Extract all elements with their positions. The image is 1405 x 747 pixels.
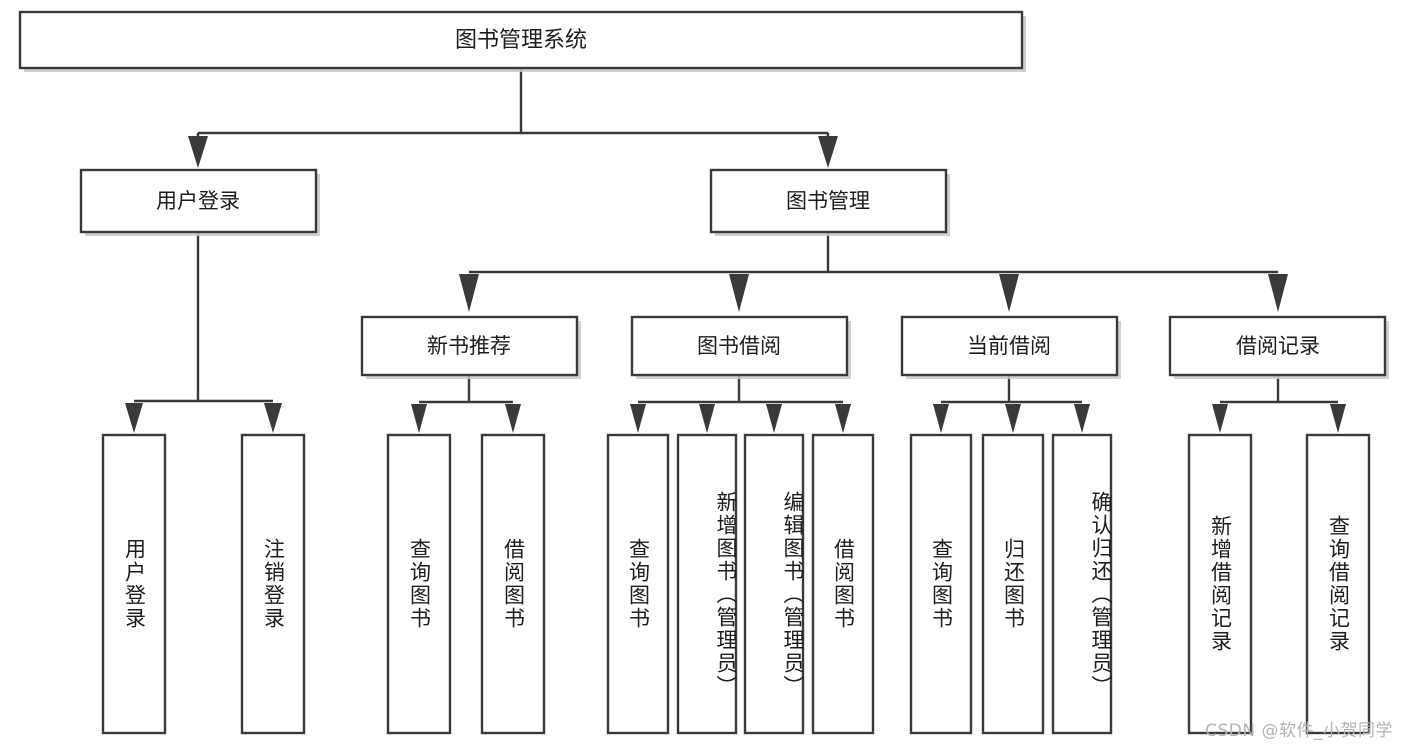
node-new-book-recommend[interactable]: 新书推荐 [360,315,581,379]
leaf-edit-book-box[interactable] [743,433,805,735]
arrowhead-leaf-add-record [1212,404,1228,433]
arrowhead-leaf-confirm-return [1074,404,1090,433]
arrowhead-leaf-query-book-2 [630,404,646,433]
node-borrow-record-label: 借阅记录 [1236,334,1320,358]
arrowhead-leaf-user-login [125,403,143,433]
leaf-query-record-box[interactable] [1305,433,1371,735]
node-current-borrow-box[interactable] [900,315,1119,377]
node-root-box[interactable] [18,10,1024,70]
arrowhead-leaf-return-book [1005,404,1021,433]
arrowhead-leaf-borrow-book-1 [505,404,521,433]
node-book-borrow[interactable]: 图书借阅 [630,315,851,379]
connector-layer [125,68,1346,433]
node-borrow-record[interactable]: 借阅记录 [1168,315,1389,379]
arrowhead-leaf-query-book-3 [933,404,949,433]
node-book-manage-box[interactable] [709,168,948,234]
node-root[interactable]: 图书管理系统 [18,10,1026,72]
arrowhead-leaf-edit-book [766,404,782,433]
leaf-borrow-book-1-box[interactable] [480,433,546,735]
node-new-book-recommend-label: 新书推荐 [427,334,511,358]
node-root-label: 图书管理系统 [455,28,587,53]
leaf-user-login-box[interactable] [101,433,167,735]
leaf-confirm-return-box[interactable] [1051,433,1113,735]
node-user-login[interactable]: 用户登录 [79,168,320,236]
leaf-add-book-box[interactable] [676,433,738,735]
leaf-node-layer [101,433,1371,735]
arrowhead-leaf-query-book-1 [411,404,427,433]
leaf-logout-box[interactable] [240,433,306,735]
node-new-book-recommend-box[interactable] [360,315,579,377]
leaf-query-book-1-box[interactable] [386,433,452,735]
node-user-login-box[interactable] [79,168,318,234]
leaf-borrow-book-2-box[interactable] [811,433,875,735]
arrowhead-borrow-record [1268,274,1288,312]
arrowhead-leaf-query-record [1330,404,1346,433]
leaf-add-record-box[interactable] [1187,433,1253,735]
arrowhead-book-manage [818,136,838,168]
arrowhead-book-borrow [729,274,749,312]
watermark-text: CSDN @软件_小贺同学 [1205,721,1393,741]
node-book-manage-label: 图书管理 [786,189,870,213]
node-current-borrow[interactable]: 当前借阅 [900,315,1121,379]
node-current-borrow-label: 当前借阅 [967,334,1051,358]
arrowhead-current-borrow [999,274,1019,312]
node-book-borrow-label: 图书借阅 [697,334,781,358]
arrowhead-new-book-recommend [459,274,479,312]
arrowhead-user-login [188,136,208,168]
node-book-borrow-box[interactable] [630,315,849,377]
arrowhead-leaf-add-book [699,404,715,433]
node-user-login-label: 用户登录 [156,189,240,213]
node-layer: 图书管理系统 用户登录 图书管理 新书推荐 [18,10,1389,735]
leaf-query-book-2-box[interactable] [606,433,670,735]
node-book-manage[interactable]: 图书管理 [709,168,950,236]
arrowhead-leaf-logout [264,403,282,433]
leaf-query-book-3-box[interactable] [909,433,973,735]
leaf-return-book-box[interactable] [981,433,1045,735]
node-borrow-record-box[interactable] [1168,315,1387,377]
arrowhead-leaf-borrow-book-2 [835,404,851,433]
